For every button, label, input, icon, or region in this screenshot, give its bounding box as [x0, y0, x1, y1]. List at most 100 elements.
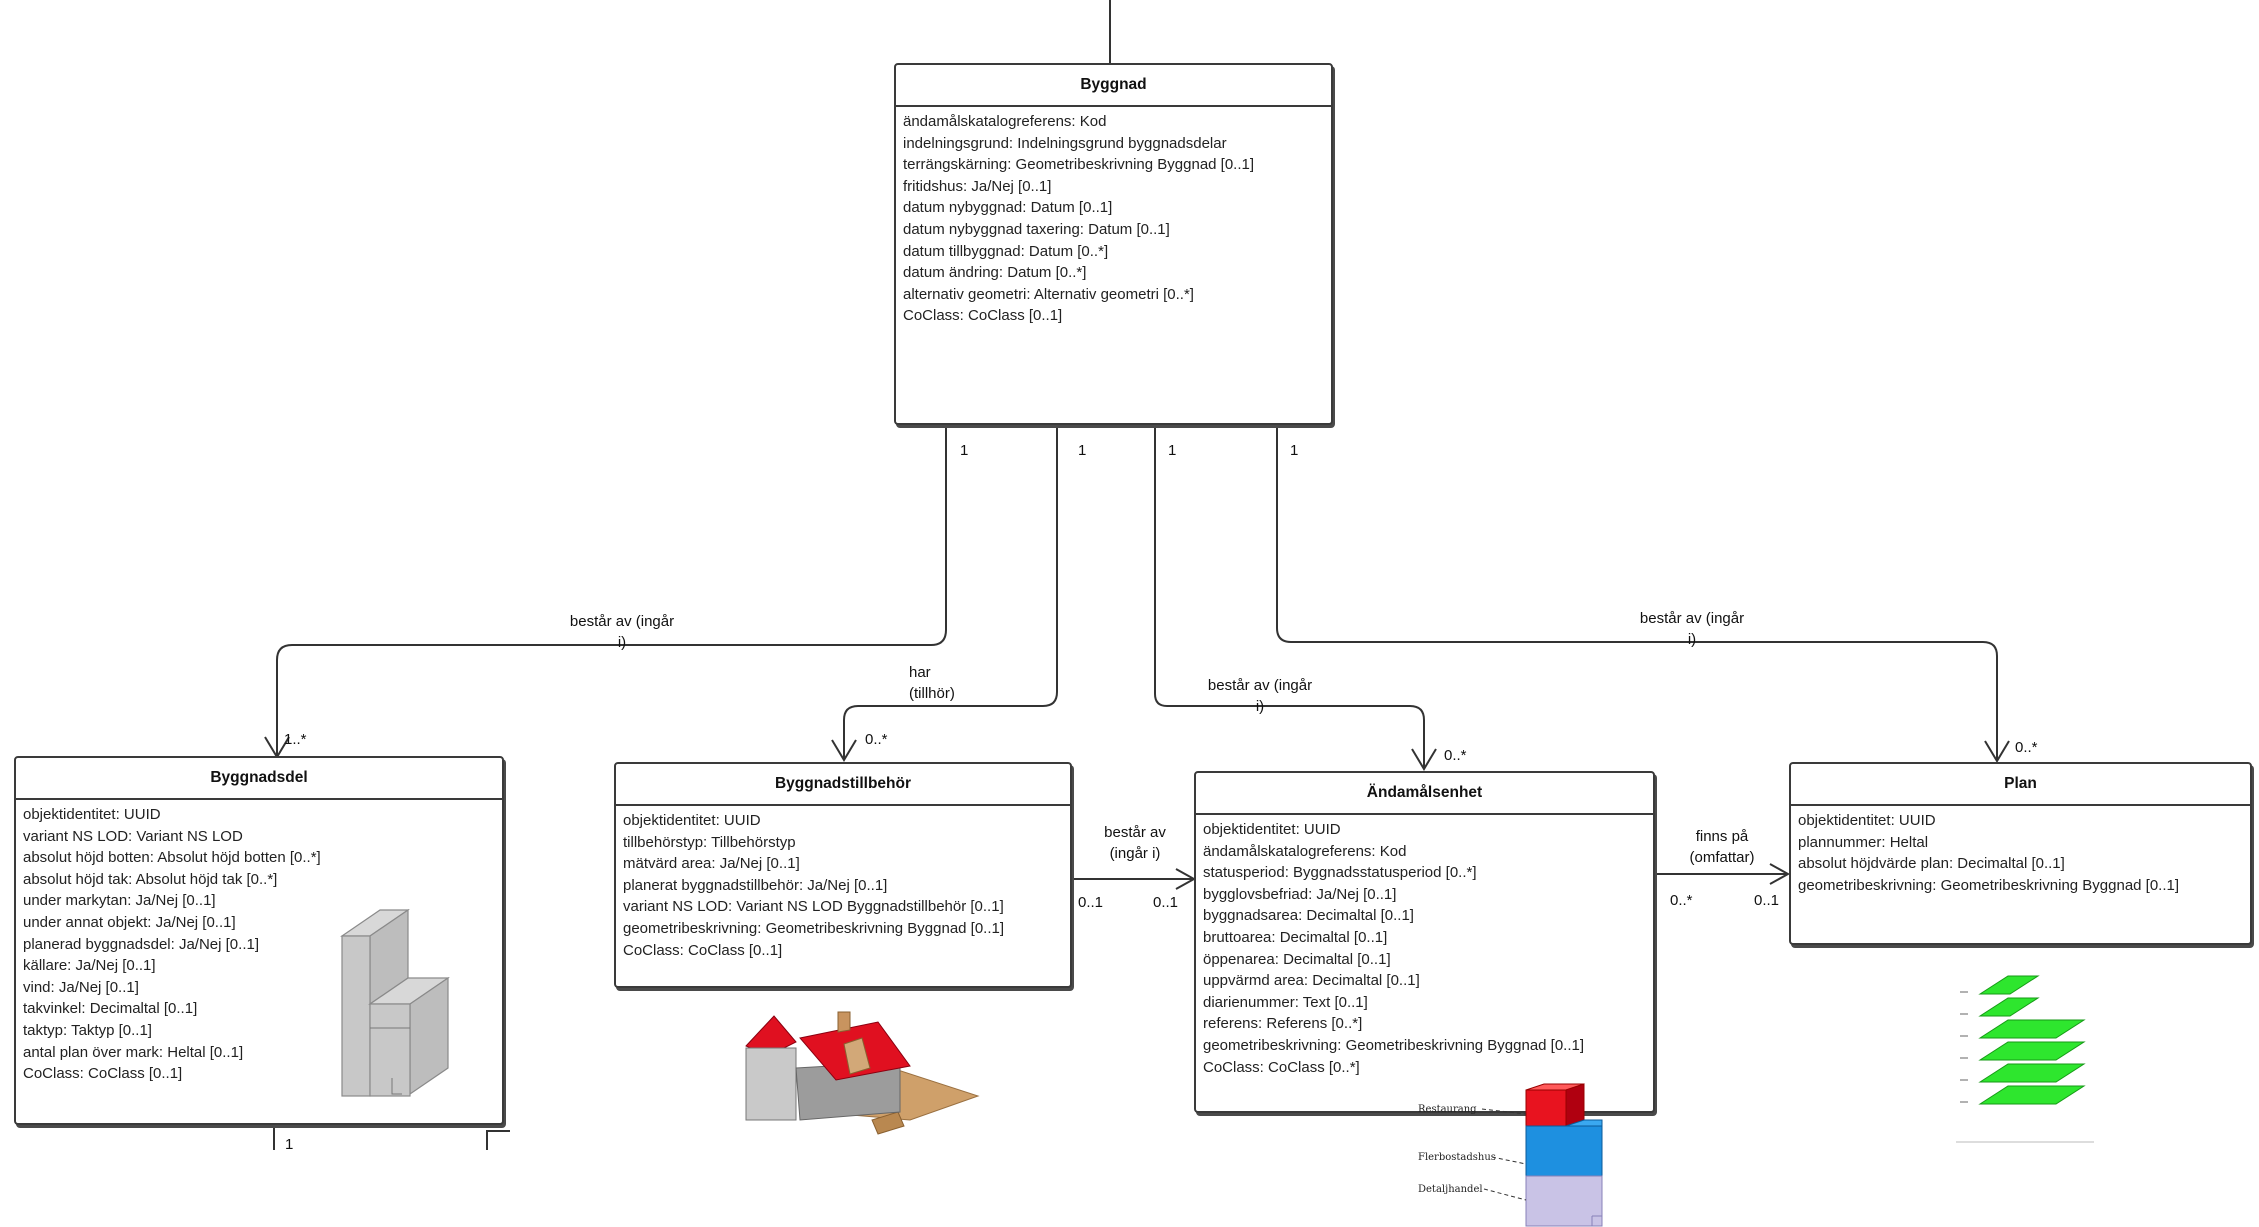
- class-andamalsenhet[interactable]: Ändamålsenhet objektidentitet: UUID ända…: [1194, 771, 1655, 1113]
- mult-plan-target: 0..*: [2015, 739, 2038, 756]
- restaurang-label: Restaurang: [1418, 1104, 1477, 1115]
- attribute: bruttoarea: Decimaltal [0..1]: [1203, 928, 1388, 946]
- attribute: under markytan: Ja/Nej [0..1]: [23, 892, 216, 910]
- attribute: datum nybyggnad taxering: Datum [0..1]: [903, 220, 1170, 238]
- attribute: CoClass: CoClass [0..1]: [23, 1065, 183, 1083]
- chimney: [837, 1011, 851, 1033]
- assoc-label-line: i): [1687, 631, 1697, 648]
- attribute: absolut höjd botten: Absolut höjd botten…: [23, 849, 321, 867]
- mult-andamal-target: 0..*: [1444, 747, 1467, 764]
- attribute: objektidentitet: UUID: [623, 812, 761, 829]
- attribute: objektidentitet: UUID: [1798, 812, 1936, 829]
- attribute: indelningsgrund: Indelningsgrund byggnad…: [903, 134, 1227, 152]
- class-byggnadsdel[interactable]: Byggnadsdel objektidentitet: UUID varian…: [14, 756, 504, 1125]
- attribute: variant NS LOD: Variant NS LOD: [23, 827, 243, 845]
- purpose-units-illustration: Restaurang Flerbostadshus Detaljhandel: [1418, 1083, 1603, 1227]
- mult-andamal-plan-source: 0..*: [1670, 892, 1693, 909]
- attribute: öppenarea: Decimaltal [0..1]: [1203, 950, 1391, 968]
- assoc-label-line: (tillhör): [909, 685, 955, 702]
- attribute: planerat byggnadstillbehör: Ja/Nej [0..1…: [623, 876, 888, 894]
- class-byggnad[interactable]: Byggnad ändamålskatalogreferens: Kod ind…: [894, 63, 1333, 425]
- attribute: ändamålskatalogreferens: Kod: [1203, 842, 1407, 860]
- floor-plane: [1978, 1085, 2086, 1105]
- attribute: absolut höjdvärde plan: Decimaltal [0..1…: [1798, 855, 2065, 873]
- attribute: absolut höjd tak: Absolut höjd tak [0..*…: [23, 870, 278, 888]
- assoc-label-andamal: består av (ingår i): [1200, 675, 1320, 717]
- assoc-label-line: finns på: [1695, 828, 1749, 845]
- detaljhandel-label: Detaljhandel: [1418, 1184, 1483, 1195]
- assoc-label-line: består av (ingår: [1639, 610, 1745, 627]
- attribute: taktyp: Taktyp [0..1]: [23, 1021, 152, 1039]
- arrowhead-tillbehor: [831, 739, 857, 762]
- mult-byggnad-andamal: 1: [1168, 442, 1177, 459]
- floor-plane: [1978, 1063, 2086, 1083]
- assoc-label-plan: består av (ingår i): [1632, 608, 1752, 650]
- attribute: CoClass: CoClass [0..*]: [1203, 1058, 1360, 1076]
- mult-byggnad-plan: 1: [1290, 442, 1299, 459]
- tower: [745, 1047, 797, 1121]
- class-byggnadstillbehor[interactable]: Byggnadstillbehör objektidentitet: UUID …: [614, 762, 1072, 988]
- partial-box-edge: [486, 1130, 510, 1150]
- attribute: diarienummer: Text [0..1]: [1203, 993, 1368, 1011]
- detaljhandel-block: [1525, 1175, 1603, 1227]
- class-plan[interactable]: Plan objektidentitet: UUID plannummer: H…: [1789, 762, 2252, 945]
- attribute: objektidentitet: UUID: [1203, 821, 1341, 838]
- assoc-line-byggnadsdel: [276, 425, 947, 757]
- attribute-list: ändamålskatalogreferens: Kod indelningsg…: [896, 107, 1331, 327]
- attribute: byggnadsarea: Decimaltal [0..1]: [1203, 907, 1414, 925]
- stair: [871, 1111, 905, 1135]
- attribute: planerad byggnadsdel: Ja/Nej [0..1]: [23, 935, 259, 953]
- building-part-illustration: [340, 908, 450, 1097]
- class-title: Ändamålsenhet: [1196, 773, 1653, 815]
- assoc-label-line: i): [617, 634, 627, 651]
- assoc-label-tillbehor: har (tillhör): [909, 662, 955, 704]
- attribute: mätvärd area: Ja/Nej [0..1]: [623, 855, 800, 873]
- assoc-label-line: har: [909, 664, 931, 681]
- mult-byggnad-tillbehor: 1: [1078, 442, 1087, 459]
- attribute: datum nybyggnad: Datum [0..1]: [903, 199, 1113, 217]
- assoc-label-line: (omfattar): [1689, 849, 1755, 866]
- attribute: uppvärmd area: Decimaltal [0..1]: [1203, 972, 1420, 990]
- assoc-line-tillbehor: [843, 425, 1058, 760]
- assoc-label-line: (ingår i): [1109, 845, 1161, 862]
- floor-plane: [1978, 1041, 2086, 1061]
- mult-byggnadsdel-target: 1..*: [284, 731, 307, 748]
- attribute: vind: Ja/Nej [0..1]: [23, 978, 139, 996]
- attribute: ändamålskatalogreferens: Kod: [903, 113, 1107, 130]
- attribute: plannummer: Heltal: [1798, 833, 1929, 851]
- mult-andamal-plan-target: 0..1: [1754, 892, 1780, 909]
- flerbostadshus-block: [1525, 1125, 1603, 1177]
- restaurang-block: [1525, 1089, 1567, 1127]
- floor-plane: [1978, 1019, 2086, 1039]
- attribute: terrängskärning: Geometribeskrivning Byg…: [903, 156, 1255, 174]
- assoc-line-plan: [1276, 425, 1998, 761]
- class-title: Byggnadsdel: [16, 758, 502, 800]
- building-accessory-illustration: [745, 1011, 980, 1135]
- mult-byggnadsdel-down: 1: [285, 1136, 294, 1153]
- mult-tillbehor-target: 0..*: [865, 731, 888, 748]
- assoc-label-line: består av (ingår: [569, 613, 675, 630]
- attribute-list: objektidentitet: UUID ändamålskatalogref…: [1196, 815, 1653, 1078]
- mult-byggnad-byggnadsdel: 1: [960, 442, 969, 459]
- attribute: under annat objekt: Ja/Nej [0..1]: [23, 913, 236, 931]
- attribute: geometribeskrivning: Geometribeskrivning…: [623, 919, 1005, 937]
- attribute: geometribeskrivning: Geometribeskrivning…: [1798, 876, 2180, 894]
- restaurang-block-side: [1565, 1083, 1585, 1127]
- flerbostadshus-label: Flerbostadshus: [1418, 1152, 1496, 1163]
- attribute: fritidshus: Ja/Nej [0..1]: [903, 177, 1052, 195]
- dormer: [843, 1037, 871, 1075]
- class-title: Byggnadstillbehör: [616, 764, 1070, 806]
- assoc-label-tillbehor-andamal: består av (ingår i): [1093, 822, 1177, 864]
- class-title: Byggnad: [896, 65, 1331, 107]
- attribute: referens: Referens [0..*]: [1203, 1015, 1363, 1033]
- attribute: takvinkel: Decimaltal [0..1]: [23, 1000, 198, 1018]
- assoc-label-line: består av (ingår: [1207, 677, 1313, 694]
- floor-plane: [1978, 997, 2040, 1017]
- assoc-label-andamal-plan: finns på (omfattar): [1680, 826, 1764, 868]
- attribute: bygglovsbefriad: Ja/Nej [0..1]: [1203, 885, 1397, 903]
- attribute: geometribeskrivning: Geometribeskrivning…: [1203, 1036, 1585, 1054]
- arrowhead-plan: [1984, 740, 2010, 763]
- attribute: källare: Ja/Nej [0..1]: [23, 957, 156, 975]
- attribute: CoClass: CoClass [0..1]: [623, 941, 783, 959]
- attribute: datum tillbyggnad: Datum [0..*]: [903, 242, 1109, 260]
